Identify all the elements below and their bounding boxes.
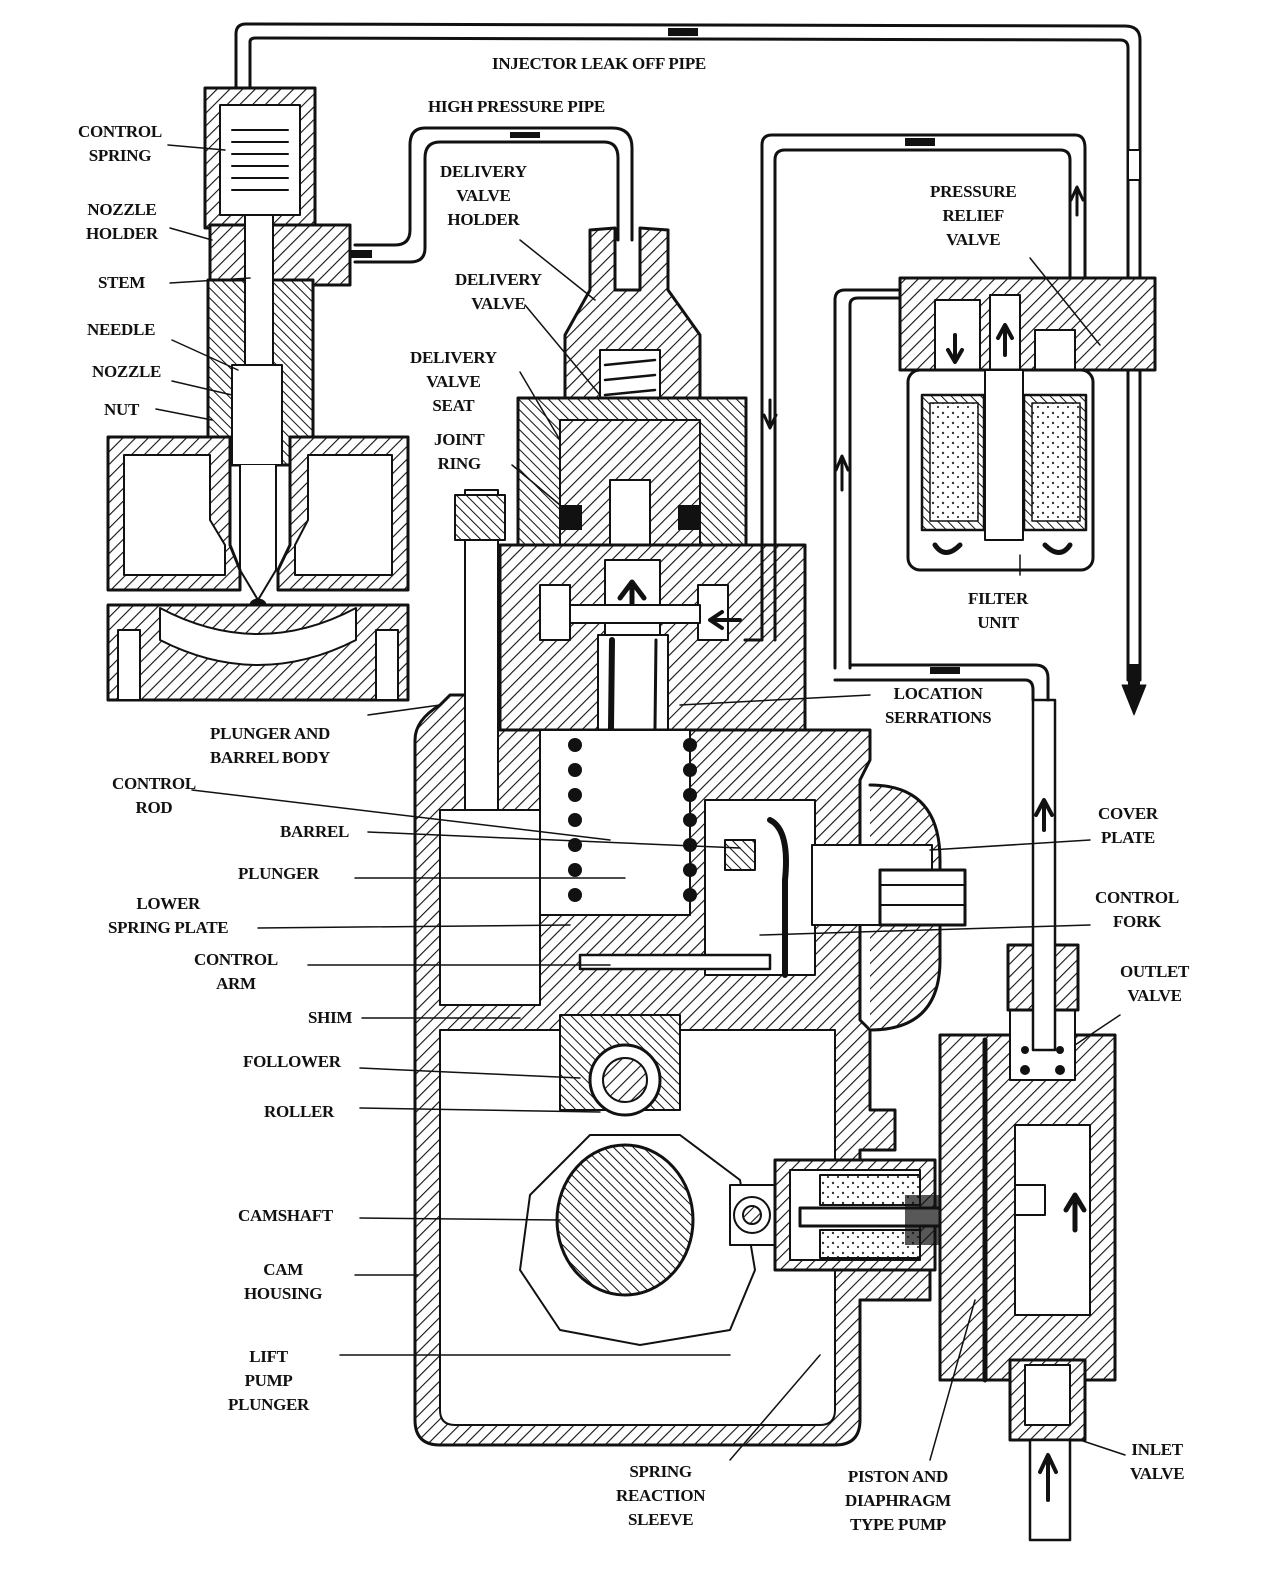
label-pressure-relief-valve: PRESSURE RELIEF VALVE <box>930 182 1017 249</box>
label-delivery-valve-seat: DELIVERY VALVE SEAT <box>410 348 497 415</box>
cylinder-head <box>106 435 410 702</box>
filter-unit <box>898 276 1157 572</box>
label-cover-plate: COVER PLATE <box>1098 804 1158 847</box>
label-location-serrations: LOCATION SERRATIONS <box>885 684 992 727</box>
label-outlet-valve: OUTLET VALVE <box>1120 962 1190 1005</box>
label-control-arm: CONTROL ARM <box>194 950 278 993</box>
label-lower-spring-plate: LOWER SPRING PLATE <box>108 894 229 937</box>
label-needle: NEEDLE <box>87 320 156 339</box>
label-plunger-and-barrel-body: PLUNGER AND BARREL BODY <box>210 724 330 767</box>
label-roller: ROLLER <box>264 1102 334 1121</box>
label-nozzle-holder: NOZZLE HOLDER <box>86 200 158 243</box>
camshaft <box>519 1134 779 1346</box>
label-injector-leak-off-pipe: INJECTOR LEAK OFF PIPE <box>492 54 706 73</box>
diaphragm-pump <box>938 698 1117 1542</box>
injector-assembly <box>203 86 352 612</box>
label-spring-reaction-sleeve: SPRING REACTION SLEEVE <box>616 1462 706 1529</box>
label-delivery-valve-holder: DELIVERY VALVE HOLDER <box>440 162 527 229</box>
label-stem: STEM <box>98 273 145 292</box>
label-control-fork: CONTROL FORK <box>1095 888 1179 931</box>
cover-plate-assembly <box>811 783 967 1032</box>
outlet-valve-balls <box>1020 1046 1065 1075</box>
label-camshaft: CAMSHAFT <box>238 1206 333 1225</box>
pump-housing <box>413 489 932 1447</box>
label-filter-unit: FILTER UNIT <box>968 589 1028 632</box>
label-delivery-valve: DELIVERY VALVE <box>455 270 542 313</box>
label-control-rod: CONTROL ROD <box>112 774 196 817</box>
label-follower: FOLLOWER <box>243 1052 341 1071</box>
label-plunger: PLUNGER <box>238 864 320 883</box>
leader-lines <box>155 144 1126 1461</box>
label-nut: NUT <box>104 400 139 419</box>
label-high-pressure-pipe: HIGH PRESSURE PIPE <box>428 97 605 116</box>
injector-leak-off-pipe <box>234 22 1147 716</box>
fuel-return-pipes <box>743 133 1087 702</box>
label-piston-and-diaphragm-type-pump: PISTON AND DIAPHRAGM TYPE PUMP <box>845 1467 951 1534</box>
label-joint-ring: JOINT RING <box>434 430 485 473</box>
label-barrel: BARREL <box>280 822 350 841</box>
label-inlet-valve: INLET VALVE <box>1130 1440 1185 1483</box>
label-control-spring: CONTROL SPRING <box>78 122 162 165</box>
label-lift-pump-plunger: LIFT PUMP PLUNGER <box>228 1347 310 1414</box>
plunger-spring-coils <box>568 738 697 902</box>
high-pressure-pipe <box>340 126 634 264</box>
control-spring-coil <box>231 129 289 191</box>
label-cam-housing: CAM HOUSING <box>244 1260 323 1303</box>
plunger-barrel-body <box>498 543 807 993</box>
delivery-valve-holder <box>516 226 748 561</box>
label-shim: SHIM <box>308 1008 353 1027</box>
label-nozzle: NOZZLE <box>92 362 162 381</box>
